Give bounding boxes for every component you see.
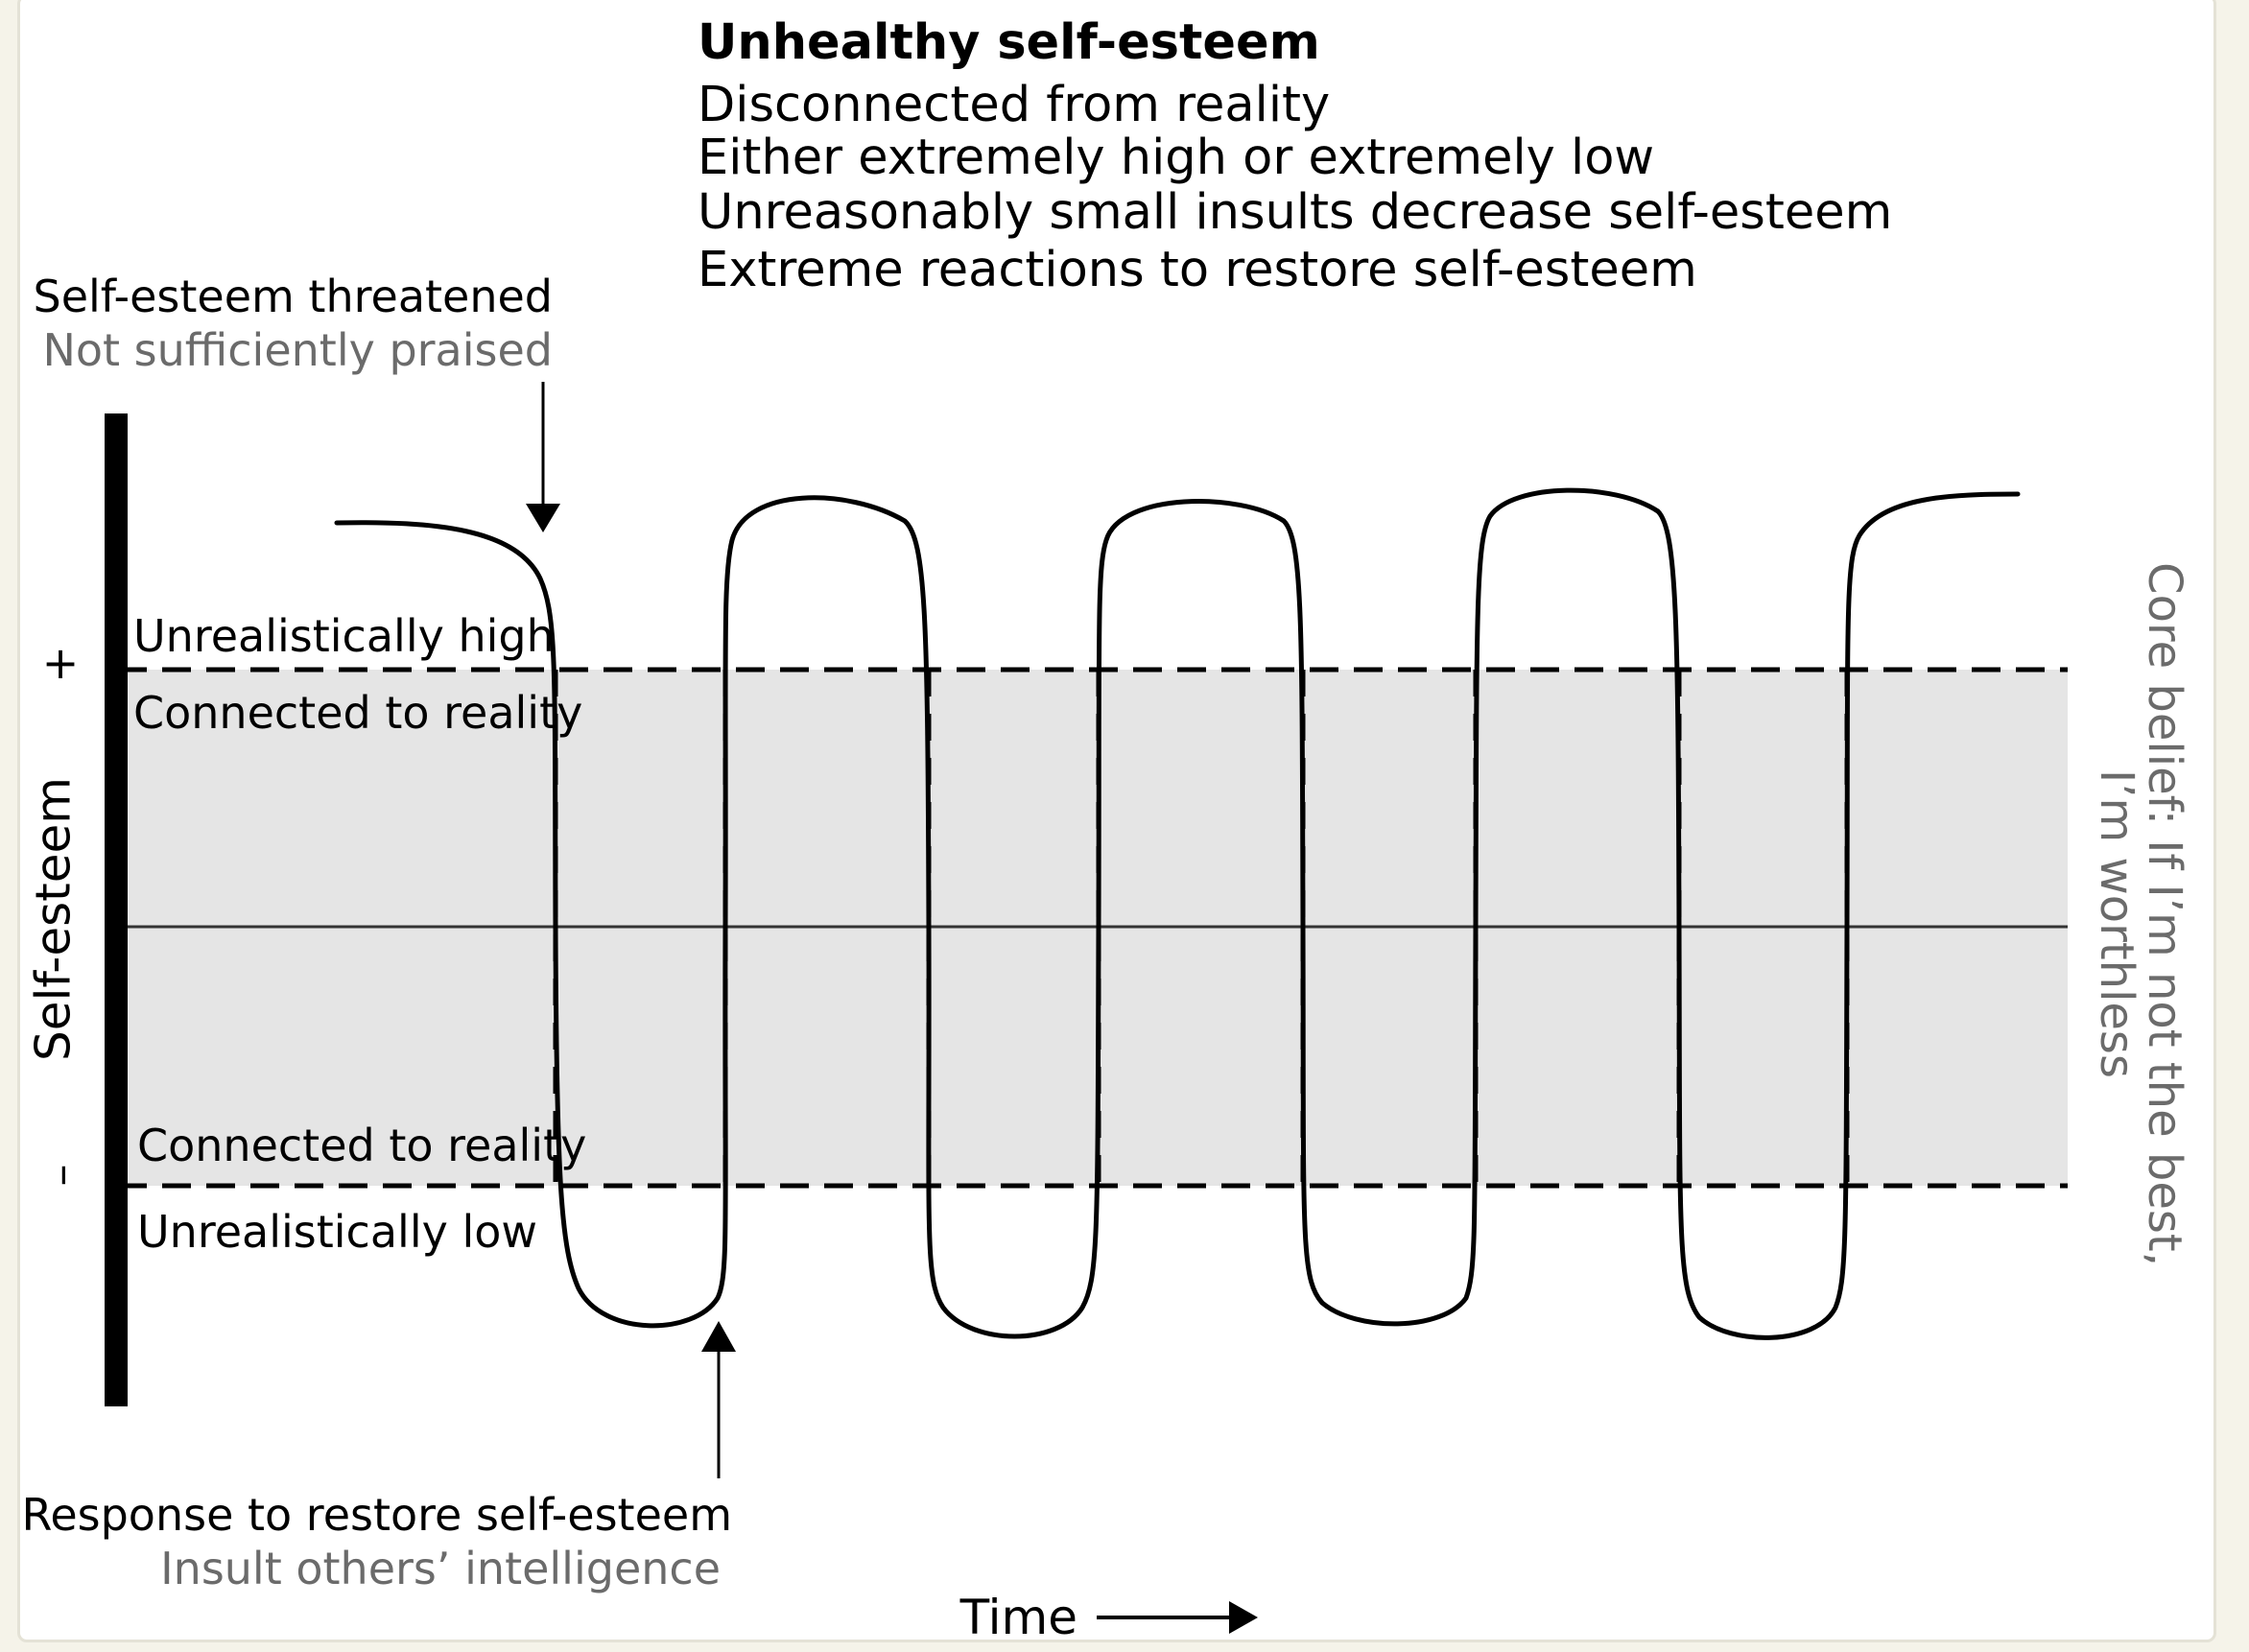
threat-callout-example: Not sufficiently praised <box>42 324 553 376</box>
x-axis-label: Time <box>959 1590 1077 1645</box>
y-axis-bar <box>105 413 128 1406</box>
self-esteem-curve <box>334 487 2021 1340</box>
label-connected-lower: Connected to reality <box>137 1120 586 1171</box>
threat-callout-title: Self-esteem threatened <box>34 271 553 322</box>
response-arrow <box>701 1321 736 1478</box>
figure-frame: Unhealthy self-esteem Disconnected from … <box>17 0 2216 1645</box>
side-note-line-1: Core belief: If I’m not the best, <box>2138 562 2191 1266</box>
header-line-3: Unreasonably small insults decrease self… <box>698 184 1892 241</box>
label-connected-upper: Connected to reality <box>133 687 582 739</box>
plus-sign: + <box>42 637 80 689</box>
header-title: Unhealthy self-esteem <box>698 14 1320 71</box>
side-note-line-2: I’m worthless <box>2090 769 2143 1078</box>
y-axis-label: Self-esteem <box>26 777 82 1061</box>
response-callout-title: Response to restore self-esteem <box>21 1489 732 1541</box>
header-line-1: Disconnected from reality <box>698 77 1330 133</box>
response-callout-example: Insult others’ intelligence <box>160 1543 721 1594</box>
minus-sign: – <box>35 1165 86 1187</box>
header-line-4: Extreme reactions to restore self-esteem <box>698 242 1697 298</box>
header-line-2: Either extremely high or extremely low <box>698 130 1654 186</box>
time-arrow <box>1097 1601 1258 1634</box>
self-esteem-diagram: Unhealthy self-esteem Disconnected from … <box>21 14 2191 1645</box>
label-unrealistically-low: Unrealistically low <box>137 1206 537 1258</box>
threat-arrow <box>526 382 560 532</box>
label-unrealistically-high: Unrealistically high <box>133 610 555 662</box>
